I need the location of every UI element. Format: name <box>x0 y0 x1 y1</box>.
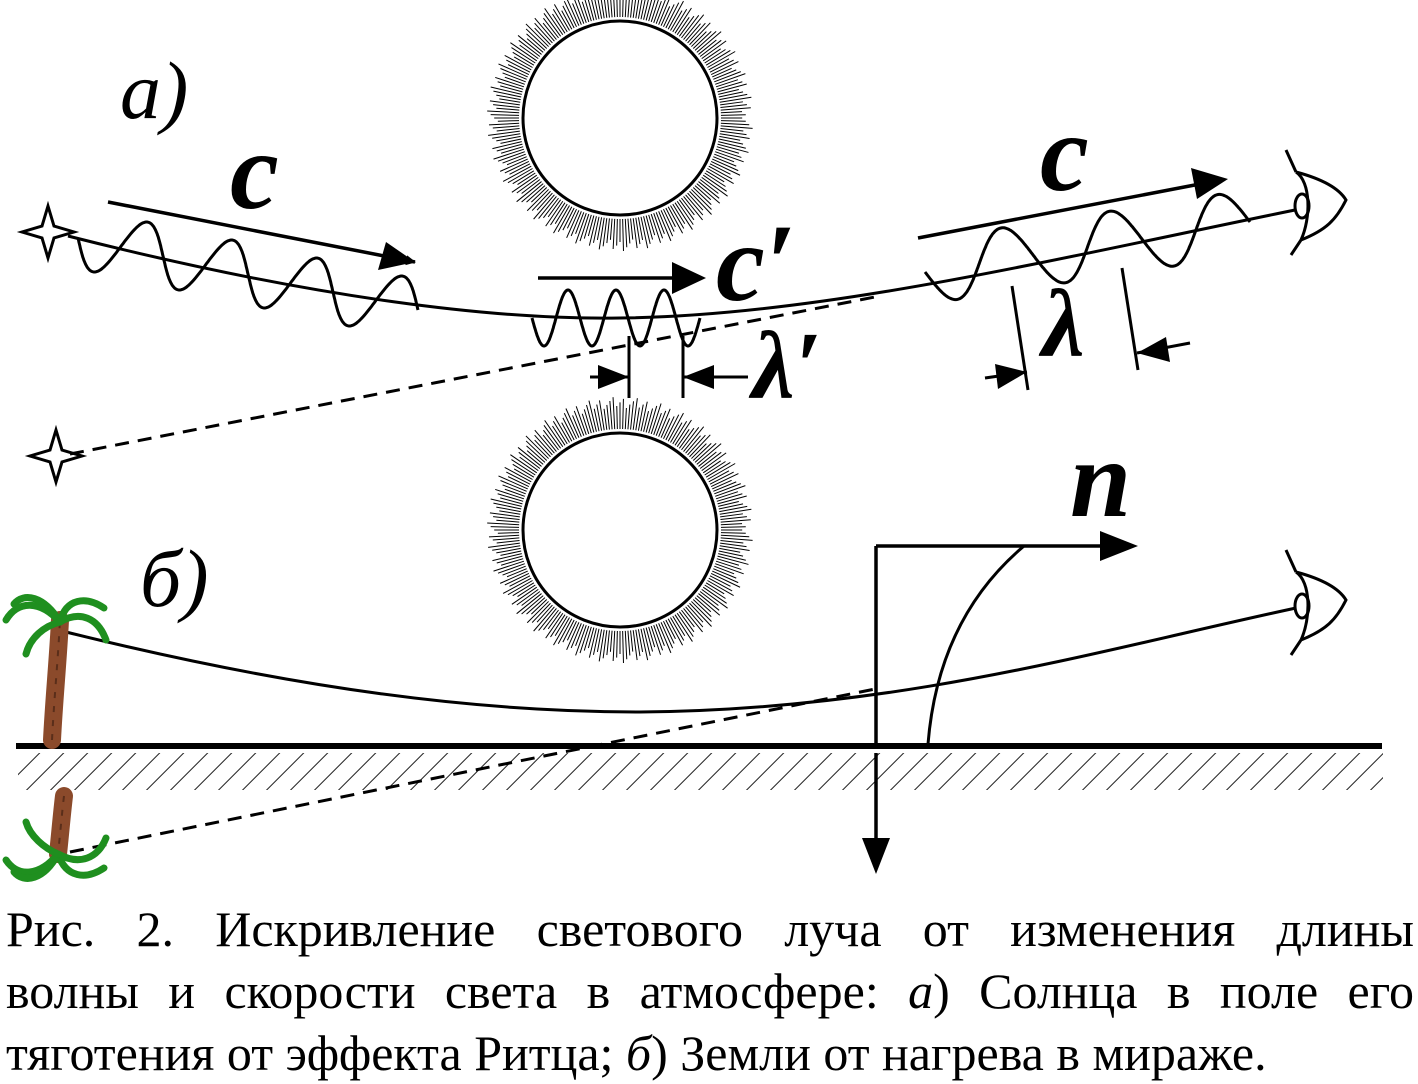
caption-italic-b: б <box>625 1025 652 1081</box>
caption-text: ) Солнца в поле его <box>933 963 1414 1019</box>
mirage-ray-curve <box>65 606 1297 714</box>
wave-left <box>76 220 420 328</box>
speed-arrow-left <box>107 200 416 266</box>
figure-caption: Рис. 2. Искривление светового луча от из… <box>6 898 1414 1084</box>
caption-line-1: Рис. 2. Искривление светового луча от из… <box>6 901 1414 957</box>
caption-line-2: волны и скорости света в атмосфере: а) С… <box>6 960 1414 1022</box>
eye-icon <box>1284 149 1348 256</box>
sun-icon <box>487 0 753 251</box>
light-ray-curve <box>67 208 1296 320</box>
speed-prime-label: c′ <box>716 202 796 324</box>
caption-text: волны и скорости света в атмосфере: <box>6 963 909 1019</box>
star-icon <box>16 200 80 264</box>
wavelength-prime-label: λ′ <box>748 312 822 419</box>
caption-text: тяготения от эффекта Ритца; <box>6 1025 626 1081</box>
speed-arrow-right <box>917 182 1201 240</box>
refraction-index-label: n <box>1070 418 1131 540</box>
wave-right <box>923 192 1252 302</box>
speed-label-right: c <box>1040 92 1089 214</box>
part-b-label: б) <box>140 533 209 624</box>
wavelength-prime-marker <box>590 336 748 398</box>
sun-icon <box>487 397 753 663</box>
apparent-star-icon <box>24 424 88 488</box>
palm-tree-icon <box>2 594 110 749</box>
light-bending-diagram: а) c c′ c λ′ <box>2 0 1383 882</box>
caption-line-3: тяготения от эффекта Ритца; б) Земли от … <box>6 1022 1414 1084</box>
caption-italic-a: а <box>908 963 934 1019</box>
ground-hatch <box>18 748 1383 790</box>
wavelength-label: λ <box>1038 270 1085 377</box>
wavelength-marker <box>984 267 1191 391</box>
eye-icon <box>1284 549 1348 656</box>
refraction-index-axis <box>862 531 1138 874</box>
caption-text: ) Земли от нагрева в мираже. <box>651 1025 1267 1081</box>
speed-label-left: c <box>230 110 279 232</box>
mirage-palm-tree-icon <box>2 787 110 882</box>
part-a-label: а) <box>120 45 188 136</box>
wave-middle <box>530 288 702 348</box>
